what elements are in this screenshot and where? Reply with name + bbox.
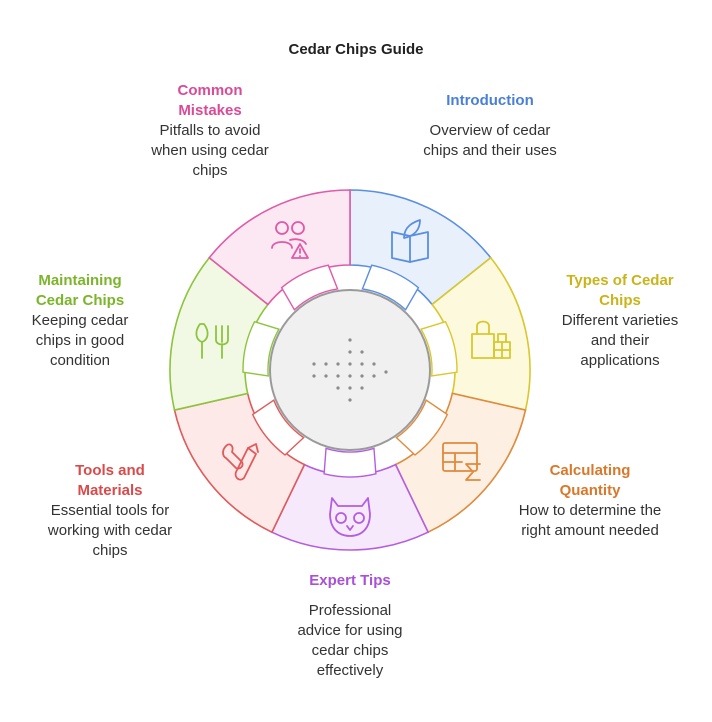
heading-tools: Tools and Materials [75,462,145,499]
label-tips: Expert Tips Professional advice for usin… [270,571,430,681]
label-maintain: Maintaining Cedar Chips Keeping cedar ch… [10,271,150,371]
owl-icon [329,497,371,537]
hub-dot [348,362,352,366]
tools-icon [222,443,259,481]
heading-mistakes: Common Mistakes [177,82,243,119]
notch-tips [323,447,377,478]
hub-dot [348,398,352,402]
hub-dot [360,374,364,378]
hub-dot [348,338,352,342]
hub-dot [348,386,352,390]
hub-dot [348,374,352,378]
label-types: Types of Cedar Chips Different varieties… [540,271,700,371]
table-sum-icon [442,442,481,481]
hub-dot [336,386,340,390]
desc-quantity: How to determine the right amount needed [518,502,662,539]
hub-dot [312,362,316,366]
notch-quantity [395,399,449,456]
notch-maintain [242,320,280,377]
center-hub [269,289,431,451]
label-introduction: Introduction Overview of cedar chips and… [400,91,580,161]
desc-types: Different varieties and their applicatio… [561,312,679,369]
desc-tips: Professional advice for using cedar chip… [297,602,403,679]
garden-tools-icon [195,323,229,359]
diagram-title: Cedar Chips Guide [288,41,424,58]
hub-dot [336,362,340,366]
hub-dot [360,362,364,366]
heading-tips: Expert Tips [309,572,391,589]
hub-dot [360,386,364,390]
hub-dot [360,350,364,354]
notch-types [420,320,458,377]
hub-dot [372,374,376,378]
hub-dot [312,374,316,378]
bags-icon [471,320,511,359]
heading-quantity: Calculating Quantity [549,462,631,499]
hub-dot [384,370,388,374]
hub-dot [372,362,376,366]
desc-tools: Essential tools for working with cedar c… [47,502,173,559]
users-warning-icon [271,221,309,259]
heading-introduction: Introduction [446,92,534,109]
hub-dot [324,362,328,366]
notch-mistakes [280,264,339,311]
hub-dot [324,374,328,378]
label-quantity: Calculating Quantity How to determine th… [510,461,670,541]
label-mistakes: Common Mistakes Pitfalls to avoid when u… [130,81,290,181]
book-leaf-icon [391,219,429,263]
heading-maintain: Maintaining Cedar Chips [35,272,125,309]
desc-maintain: Keeping cedar chips in good condition [31,312,129,369]
hub-dot [348,350,352,354]
desc-mistakes: Pitfalls to avoid when using cedar chips [151,122,269,179]
label-tools: Tools and Materials Essential tools for … [30,461,190,561]
hub-dot [336,374,340,378]
notch-tools [251,399,305,456]
heading-types: Types of Cedar Chips [566,272,674,309]
desc-introduction: Overview of cedar chips and their uses [423,122,557,159]
notch-intro [361,264,420,311]
